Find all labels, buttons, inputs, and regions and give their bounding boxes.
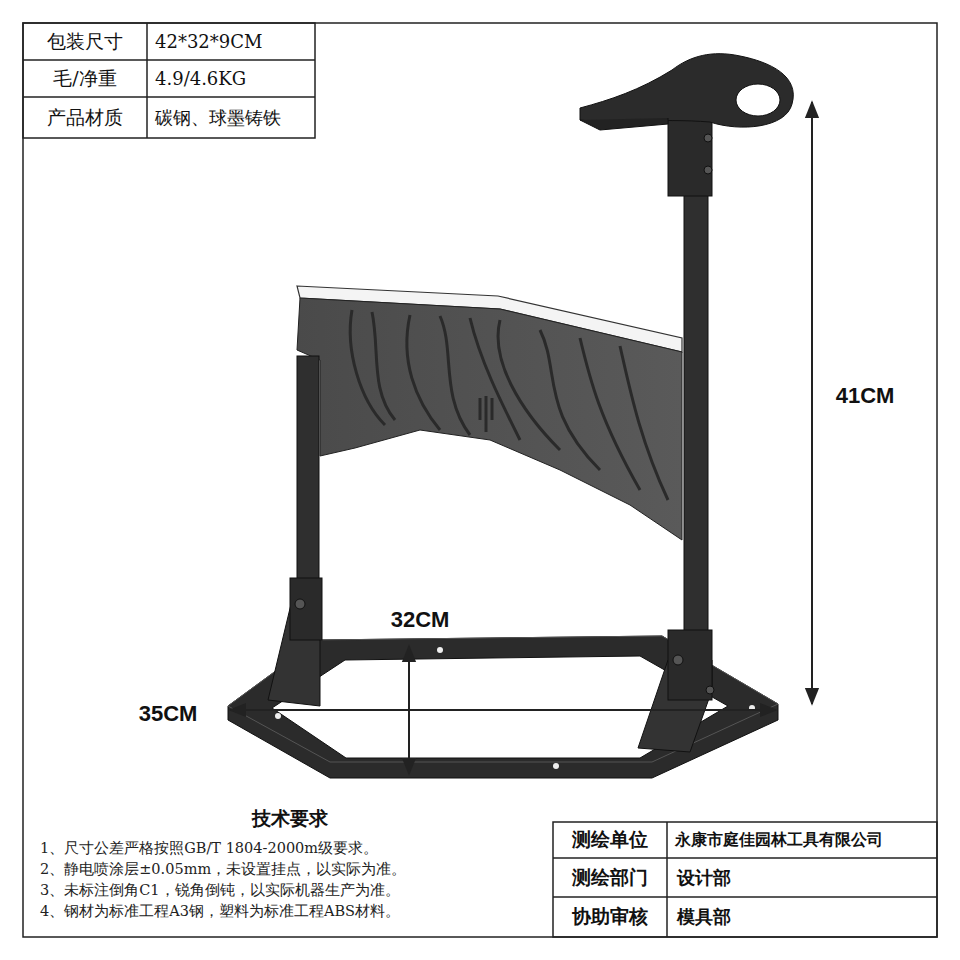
note-line: 1、尺寸公差严格按照GB/T 1804-2000m级要求。: [40, 838, 550, 859]
table-cell: 毛/净重: [23, 60, 147, 97]
left-post: [297, 356, 319, 584]
table-cell: 4.9/4.6KG: [147, 60, 315, 97]
bolt: [706, 686, 714, 694]
dimension-label: 32CM: [372, 604, 468, 636]
table-cell: 模具部: [667, 897, 937, 937]
left-socket: [290, 578, 322, 640]
right-post: [684, 190, 708, 638]
table-cell: 测绘单位: [553, 822, 667, 858]
handle-edge: [580, 118, 668, 130]
table-cell: 包装尺寸: [23, 23, 147, 60]
note-line: 3、未标注倒角C1，锐角倒钝，以实际机器生产为准。: [40, 880, 550, 901]
spec-table: [23, 23, 315, 138]
table-cell: 产品材质: [23, 97, 147, 138]
top-socket: [668, 112, 712, 196]
title-block: [553, 822, 937, 937]
table-cell: 测绘部门: [553, 858, 667, 897]
flame-relief: [350, 310, 668, 500]
sheet-border: [23, 23, 937, 937]
dimension-lines: [230, 102, 812, 774]
top-handle: [580, 54, 793, 127]
dimension-label: 41CM: [820, 380, 910, 412]
notes-heading: 技术要求: [200, 804, 380, 834]
bolt: [704, 166, 712, 174]
table-cell: 永康市庭佳园林工具有限公司: [667, 822, 937, 858]
table-cell: 碳钢、球墨铸铁: [147, 97, 315, 138]
table-cell: 协助审核: [553, 897, 667, 937]
bolt: [295, 599, 305, 609]
note-line: 4、钢材为标准工程A3钢，塑料为标准工程ABS材料。: [40, 901, 550, 922]
dimension-label: 35CM: [118, 698, 218, 730]
cast-panel: [297, 298, 682, 540]
note-line: 2、静电喷涂层±0.05mm，未设置挂点，以实际为准。: [40, 859, 550, 880]
table-cell: 42*32*9CM: [147, 23, 315, 60]
right-socket: [668, 630, 712, 700]
bolt: [704, 134, 712, 142]
bolt: [673, 655, 683, 665]
table-cell: 设计部: [667, 858, 937, 897]
